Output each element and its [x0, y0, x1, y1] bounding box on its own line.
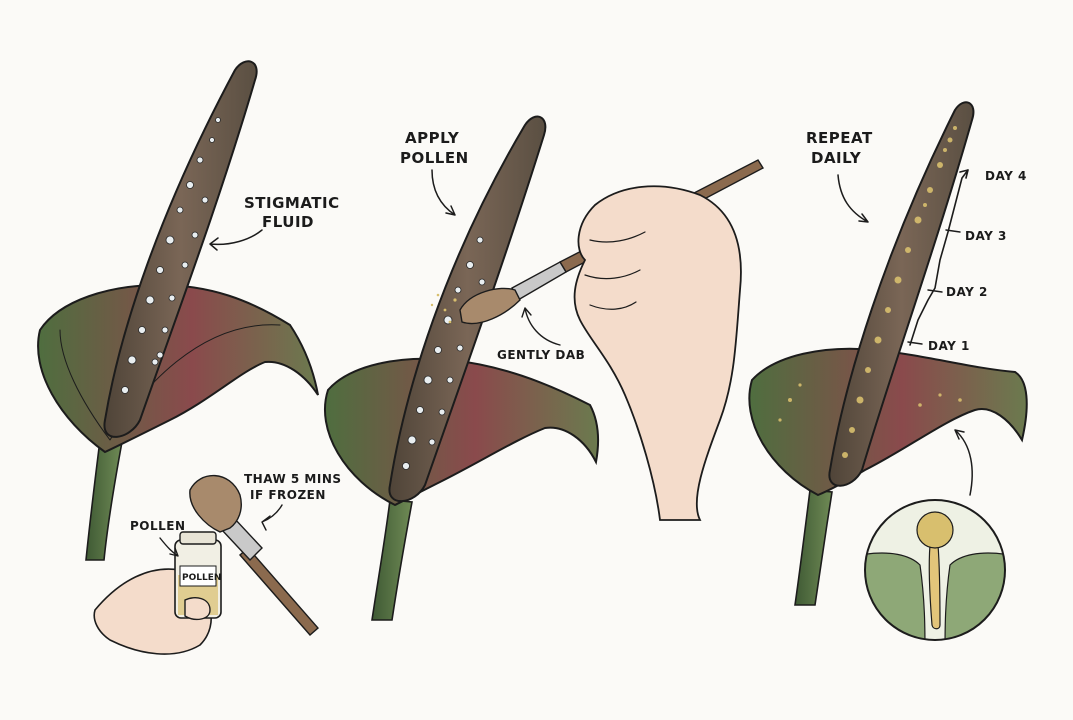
pollen-tube-inset	[864, 499, 1006, 641]
day-label-4: DAY 4	[985, 169, 1027, 183]
day-ticks	[907, 229, 961, 345]
inset-circle-border	[864, 499, 1006, 641]
callout-stigmatic-line1: STIGMATIC	[244, 194, 340, 212]
inset-arrow	[954, 429, 973, 496]
day-progress-arrow	[909, 169, 969, 346]
painting-hand	[459, 159, 764, 521]
hand-right	[573, 185, 742, 521]
callout-arrow-2	[431, 169, 456, 216]
brush-note-line1: THAW 5 MINS	[244, 472, 342, 486]
callout-apply-line1: APPLY	[405, 129, 460, 147]
callout-stigmatic-line2: FLUID	[262, 213, 314, 231]
makeup-brush	[189, 474, 319, 636]
hand-with-vial: POLLEN	[93, 531, 222, 655]
brush-note-arrow	[261, 504, 283, 531]
stem	[85, 439, 123, 561]
day-label-3: DAY 3	[965, 229, 1007, 243]
inset-tissue	[865, 552, 1005, 640]
stem-3	[794, 489, 833, 606]
spadix	[103, 60, 258, 438]
pollen-arrow	[159, 537, 179, 557]
callout-arrow-3	[837, 174, 869, 223]
vial-label-bg	[179, 565, 217, 587]
pollen-coating-3	[778, 126, 962, 458]
callout-repeat-line1: REPEAT	[806, 129, 873, 147]
callout-apply-line2: POLLEN	[400, 149, 469, 167]
spadix-3	[828, 101, 975, 487]
day-progression	[907, 169, 969, 346]
inset-pollen-tube	[928, 544, 941, 630]
brush-bristles	[189, 474, 242, 533]
finger-lines	[584, 231, 646, 310]
stem-2	[371, 499, 413, 621]
callout-repeat-line2: DAILY	[811, 149, 862, 167]
panel-1-plant	[37, 60, 319, 561]
pollen-label: POLLEN	[130, 519, 186, 533]
day-label-2: DAY 2	[946, 285, 988, 299]
vial-cap	[179, 531, 217, 545]
spathe-3	[748, 347, 1028, 497]
dab-arrow	[521, 307, 561, 346]
thumb	[184, 597, 211, 621]
inset-pollen-grain	[916, 511, 954, 549]
dab-label: GENTLY DAB	[497, 348, 585, 362]
fluid-droplets	[121, 117, 221, 394]
panel-3-plant	[748, 101, 1028, 606]
paint-brush-tip	[459, 287, 521, 325]
vial-label: POLLEN	[182, 573, 221, 583]
brush-handle	[239, 547, 319, 636]
brush-note-line2: IF FROZEN	[250, 488, 326, 502]
day-label-1: DAY 1	[928, 339, 970, 353]
callout-arrow-1	[209, 229, 263, 251]
paint-brush-ferrule	[511, 261, 567, 301]
panel-2-plant	[323, 115, 599, 621]
